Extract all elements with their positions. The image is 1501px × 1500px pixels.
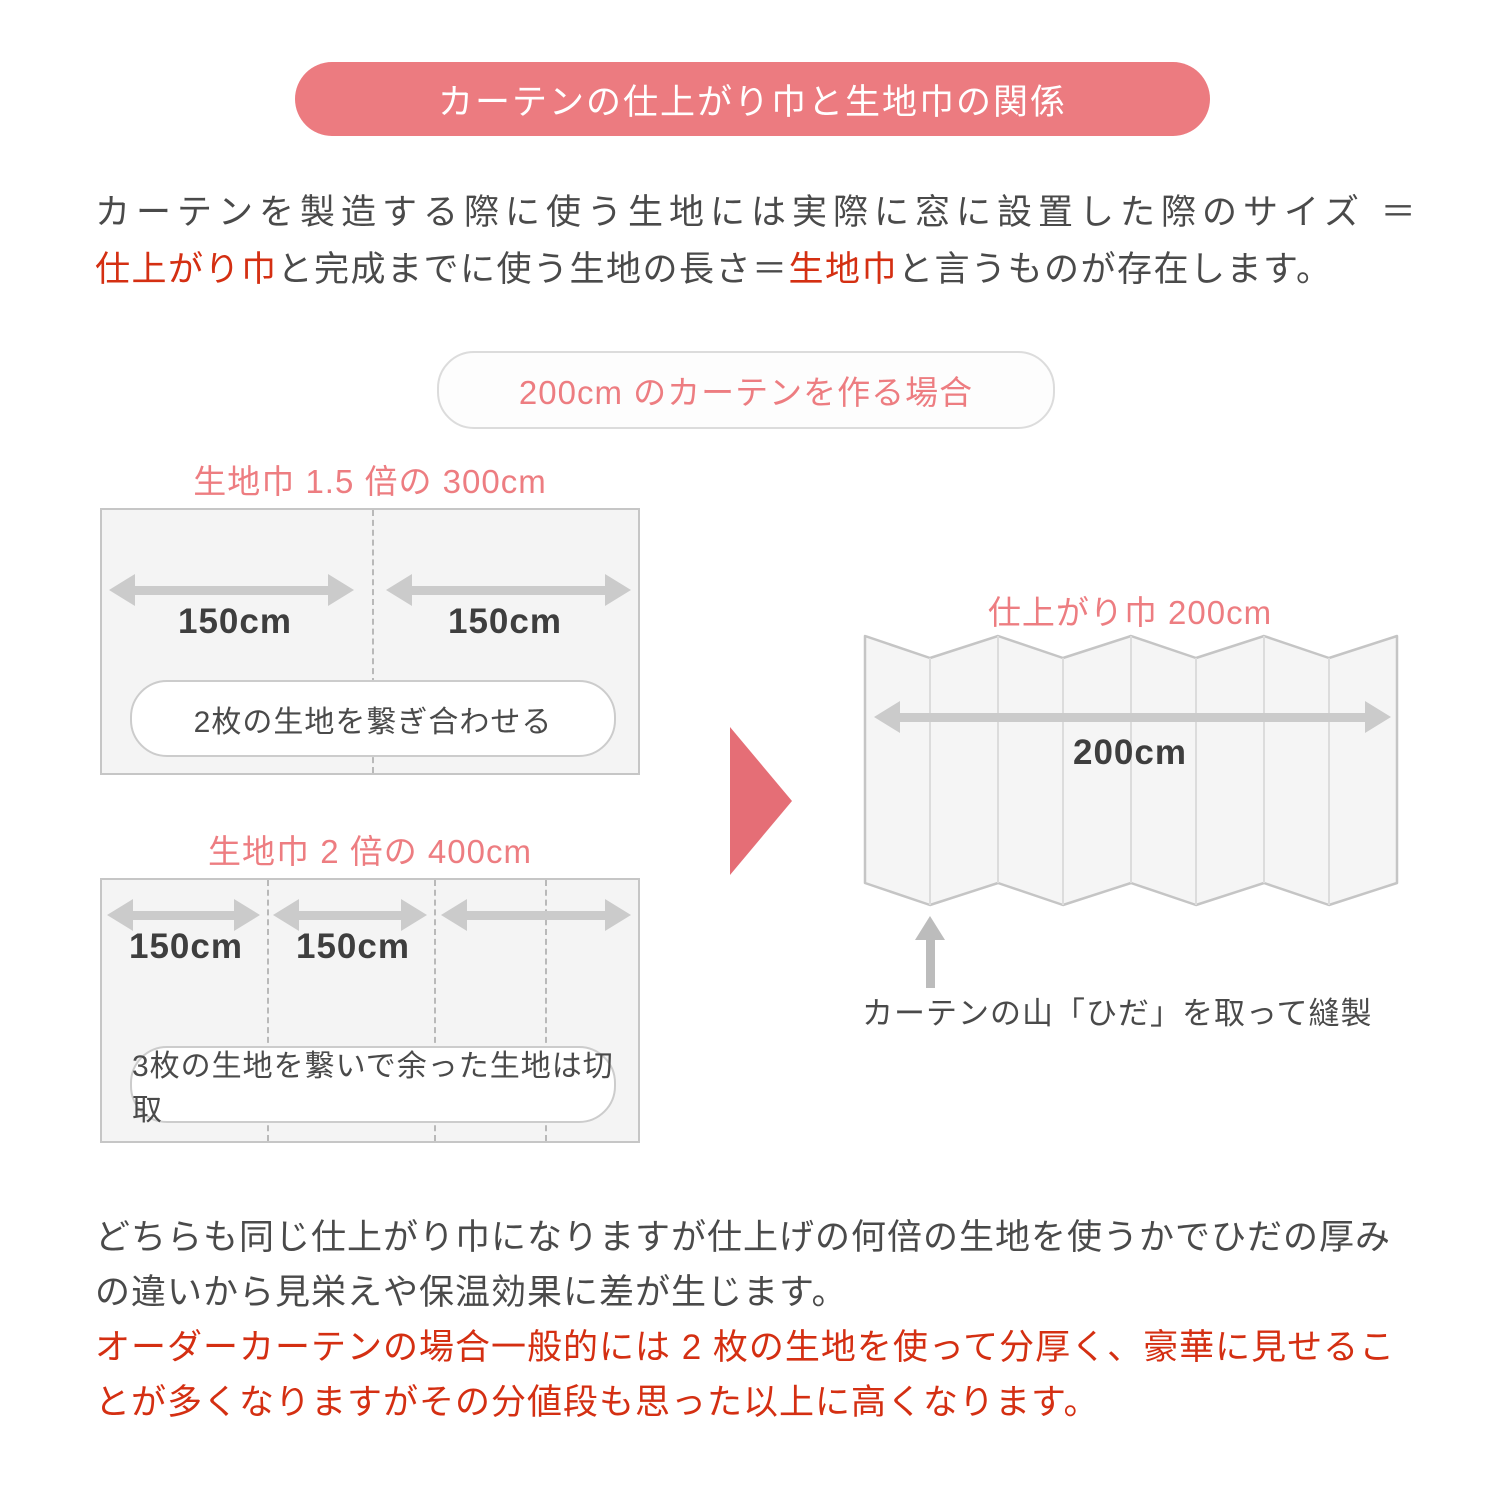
fabric-15x-title: 生地巾 1.5 倍の 300cm xyxy=(193,463,547,500)
seam-dashed-line xyxy=(372,510,374,773)
cut-note-label: 3枚の生地を繋いで余った生地は切取 xyxy=(132,1049,614,1127)
intro-paragraph: カーテンを製造する際に使う生地には実際に窓に設置した際のサイズ ＝ 仕上がり巾と… xyxy=(95,184,1422,298)
footer-line-4: とが多くなりますがその分値段も思った以上に高くなります。 xyxy=(95,1383,1100,1422)
curtain-svg xyxy=(863,634,1399,907)
width-arrow-150cm xyxy=(107,899,260,931)
cut-dashed-line xyxy=(545,880,547,1141)
finished-width-title: 仕上がり巾 200cm xyxy=(987,594,1273,631)
fabric-2x-title: 生地巾 2 倍の 400cm xyxy=(208,833,532,870)
pleat-pointer-arrow xyxy=(915,916,945,988)
join-note-label: 2枚の生地を繋ぎ合わせる xyxy=(193,705,553,739)
curtain-fold-lines xyxy=(929,636,1330,905)
intro-term-finished-width: 仕上がり巾 xyxy=(95,250,278,289)
footer-line-1: どちらも同じ仕上がり巾になりますが仕上げの何倍の生地を使うかでひだの厚み xyxy=(95,1218,1392,1257)
width-arrow-150cm xyxy=(109,574,354,606)
pleat-caption: カーテンの山「ひだ」を取って縫製 xyxy=(862,996,1373,1031)
cut-note-pill: 3枚の生地を繋いで余った生地は切取 xyxy=(130,1046,616,1127)
title-banner: カーテンの仕上がり巾と生地巾の関係 xyxy=(295,62,1210,136)
curtain-width-arrow xyxy=(874,701,1391,733)
seam-dashed-line xyxy=(434,880,436,1141)
width-label-150cm: 150cm xyxy=(448,602,562,641)
intro-line-2-end: と言うものが存在します。 xyxy=(898,250,1333,289)
width-label-150cm: 150cm xyxy=(296,927,410,966)
footer-line-2: の違いから見栄えや保温効果に差が生じます。 xyxy=(95,1273,848,1312)
join-note-pill: 2枚の生地を繋ぎ合わせる xyxy=(130,680,616,757)
case-pill: 200cm のカーテンを作る場合 xyxy=(437,351,1055,429)
width-arrow-extra xyxy=(441,899,631,931)
intro-term-fabric-width: 生地巾 xyxy=(788,250,899,289)
intro-line-2: 仕上がり巾と完成までに使う生地の長さ＝生地巾と言うものが存在します。 xyxy=(95,241,1415,298)
title-banner-label: カーテンの仕上がり巾と生地巾の関係 xyxy=(437,82,1067,122)
flow-arrow-triangle xyxy=(730,727,792,875)
width-label-150cm: 150cm xyxy=(129,927,243,966)
intro-line-1: カーテンを製造する際に使う生地には実際に窓に設置した際のサイズ ＝ xyxy=(95,193,1422,232)
width-arrow-150cm xyxy=(386,574,631,606)
footer-line-3: オーダーカーテンの場合一般的には 2 枚の生地を使って分厚く、豪華に見せるこ xyxy=(95,1328,1396,1367)
width-label-150cm: 150cm xyxy=(178,602,292,641)
seam-dashed-line xyxy=(267,880,269,1141)
footer-paragraph: どちらも同じ仕上がり巾になりますが仕上げの何倍の生地を使うかでひだの厚み の違い… xyxy=(95,1210,1435,1430)
case-pill-label: 200cm のカーテンを作る場合 xyxy=(518,374,974,411)
curtain-width-label: 200cm xyxy=(1073,733,1187,772)
width-arrow-150cm xyxy=(273,899,427,931)
intro-line-2-mid: と完成までに使う生地の長さ＝ xyxy=(277,250,789,289)
